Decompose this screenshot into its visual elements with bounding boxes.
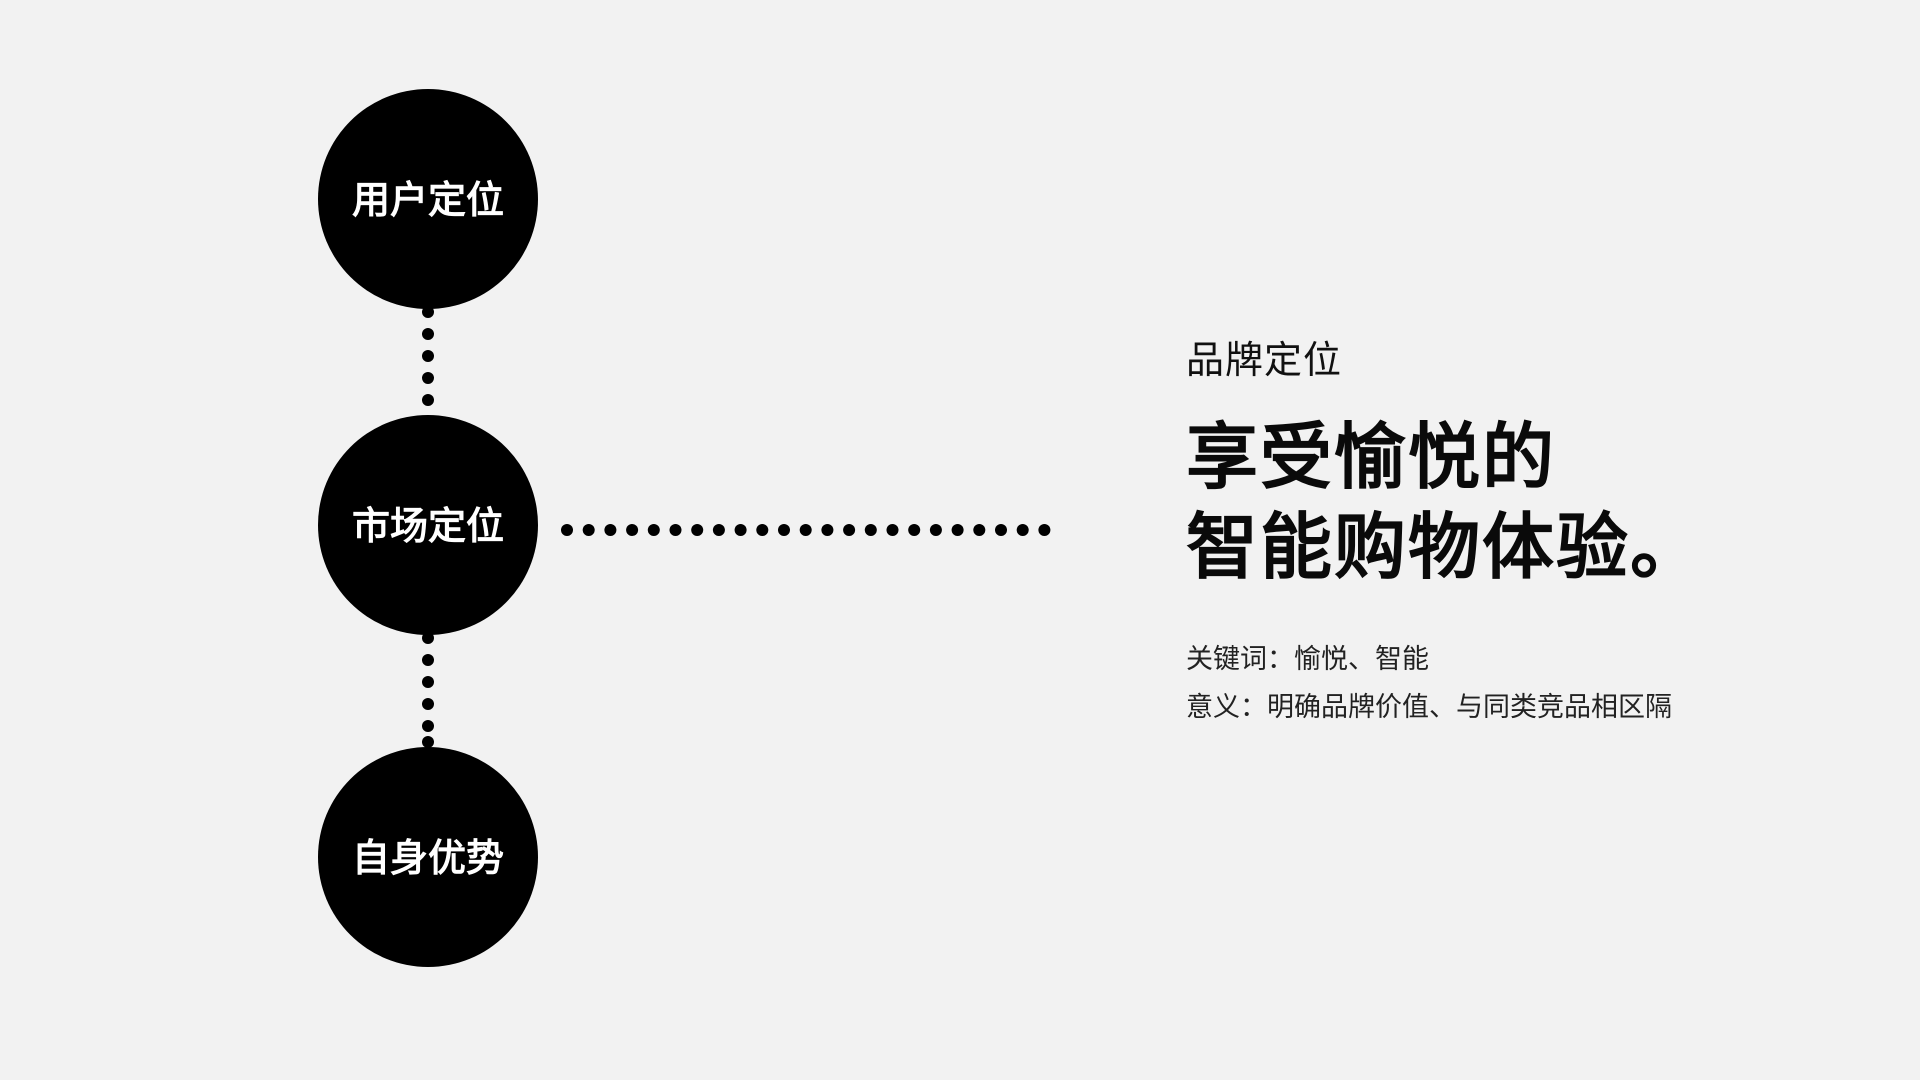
connector-user-market bbox=[422, 306, 434, 406]
brand-headline: 享受愉悦的 智能购物体验。 bbox=[1186, 412, 1886, 592]
node-own-advantage: 自身优势 bbox=[318, 747, 538, 967]
connector-market-advantage bbox=[422, 632, 434, 748]
connector-dot bbox=[973, 524, 986, 536]
connector-dot bbox=[756, 524, 769, 536]
connector-dot bbox=[1038, 524, 1051, 536]
meaning-text: 意义：明确品牌价值、与同类竞品相区隔 bbox=[1186, 692, 1672, 723]
node-market-label: 市场定位 bbox=[352, 503, 504, 548]
connector-dot bbox=[864, 524, 877, 536]
connector-dot bbox=[647, 524, 660, 536]
connector-dot bbox=[951, 524, 964, 536]
connector-dot bbox=[712, 524, 725, 536]
connector-dot bbox=[799, 524, 812, 536]
brand-subtitle: 品牌定位 bbox=[1186, 338, 1343, 382]
node-user-positioning: 用户定位 bbox=[318, 89, 538, 309]
connector-dot bbox=[995, 524, 1007, 536]
brand-positioning-panel: 品牌定位 享受愉悦的 智能购物体验。 关键词：愉悦、智能 意义：明确品牌价值、与… bbox=[1186, 334, 1886, 732]
connector-dot bbox=[582, 524, 595, 536]
headline-line-1: 享受愉悦的 bbox=[1186, 414, 1557, 499]
connector-dot bbox=[929, 524, 942, 536]
node-advantage-label: 自身优势 bbox=[352, 835, 504, 880]
connector-market-brand bbox=[561, 524, 1051, 536]
connector-dot bbox=[669, 524, 682, 536]
headline-line-2: 智能购物体验。 bbox=[1186, 504, 1705, 589]
brand-details: 关键词：愉悦、智能 意义：明确品牌价值、与同类竞品相区隔 bbox=[1186, 636, 1886, 732]
connector-dot bbox=[1016, 524, 1029, 536]
connector-dot bbox=[821, 524, 834, 536]
connector-dot bbox=[778, 524, 790, 536]
node-user-label: 用户定位 bbox=[352, 177, 504, 222]
connector-dot bbox=[886, 524, 899, 536]
connector-dot bbox=[734, 524, 747, 536]
node-market-positioning: 市场定位 bbox=[318, 415, 538, 635]
connector-dot bbox=[561, 524, 573, 536]
connector-dot bbox=[626, 524, 639, 536]
keywords-text: 关键词：愉悦、智能 bbox=[1186, 644, 1429, 675]
connector-dot bbox=[604, 524, 617, 536]
connector-dot bbox=[843, 524, 856, 536]
connector-dot bbox=[691, 524, 704, 536]
connector-dot bbox=[908, 524, 921, 536]
